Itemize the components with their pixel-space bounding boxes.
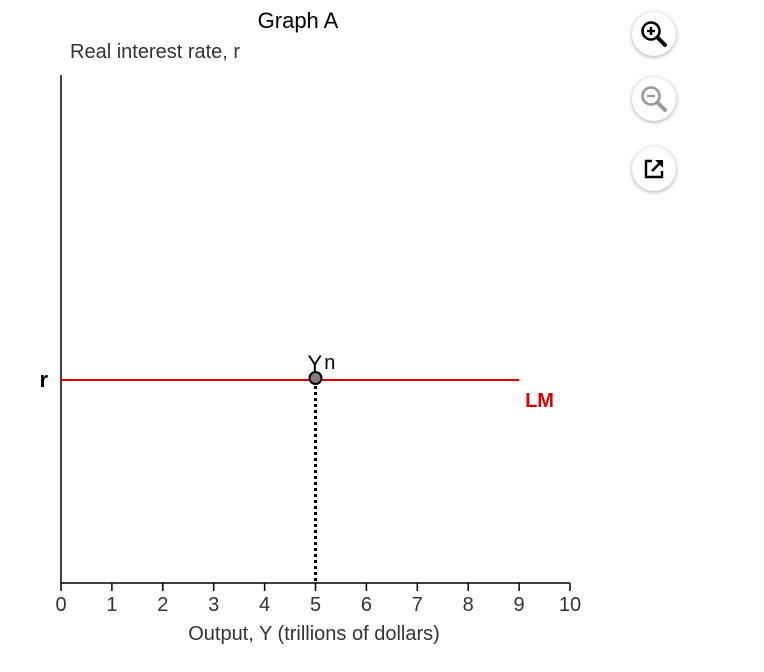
x-tick-label-10: 10 <box>559 594 581 616</box>
zoom-out-icon <box>641 86 667 112</box>
point-label-main: Y <box>308 351 323 376</box>
zoom-out-button[interactable] <box>632 77 676 121</box>
x-tick-label-9: 9 <box>514 594 525 616</box>
x-tick-label-4: 4 <box>259 594 270 616</box>
x-tick-label-7: 7 <box>412 594 423 616</box>
external-link-icon <box>644 159 664 179</box>
x-tick-label-6: 6 <box>361 594 372 616</box>
y-tick-label-r: r <box>39 367 48 392</box>
popout-button[interactable] <box>632 147 676 191</box>
x-tick-label-0: 0 <box>55 594 66 616</box>
x-tick-label-3: 3 <box>208 594 219 616</box>
y-axis-label: Real interest rate, r <box>70 41 240 63</box>
x-tick-label-1: 1 <box>106 594 117 616</box>
x-tick-label-8: 8 <box>463 594 474 616</box>
chart-title: Graph A <box>258 8 339 33</box>
x-tick-label-5: 5 <box>310 594 321 616</box>
zoom-in-button[interactable] <box>632 12 676 56</box>
lm-label: LM <box>525 390 554 412</box>
x-tick-label-2: 2 <box>157 594 168 616</box>
point-label-subscript: n <box>324 352 335 374</box>
equilibrium-point <box>308 371 323 385</box>
zoom-in-icon <box>641 21 667 47</box>
x-axis-label: Output, Y (trillions of dollars) <box>188 623 440 645</box>
